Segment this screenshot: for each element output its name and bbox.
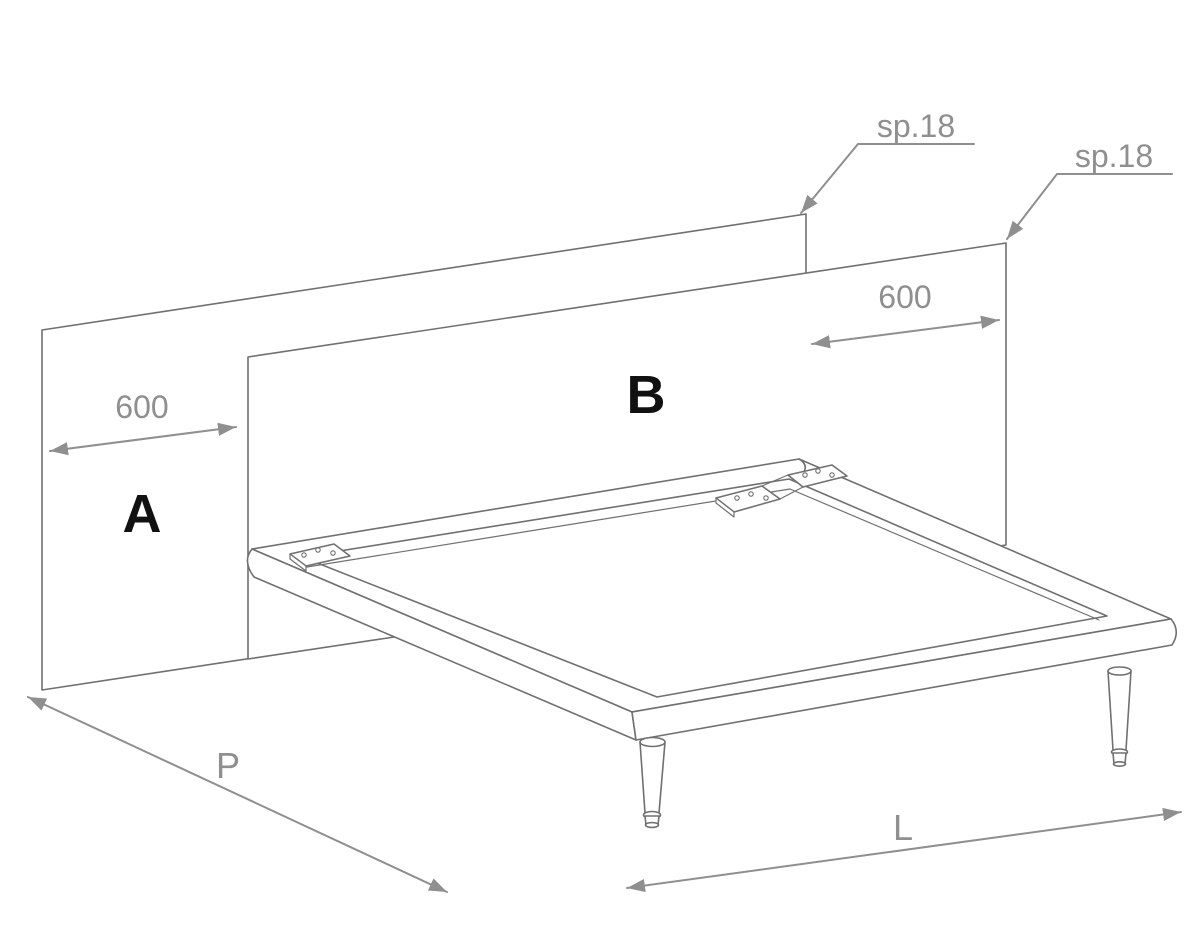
bracket-left-lip <box>289 553 307 572</box>
bracket-left-holes <box>301 547 336 558</box>
dimension-right-overhang-arrow <box>811 315 1000 349</box>
dimension-length-arrow <box>626 807 1182 893</box>
front-rail-outer-face <box>631 618 1178 741</box>
inner-face-back-bottom <box>306 488 791 568</box>
left-rail-outer-face <box>246 548 637 741</box>
platform-inner-edge <box>301 478 1108 698</box>
panel-labels: A B <box>123 365 666 544</box>
panel-b-label: B <box>627 365 666 425</box>
dimension-left-overhang-value: 600 <box>115 389 168 425</box>
leg-front-left-top <box>639 736 666 748</box>
dimension-left-overhang: 600 <box>49 389 237 456</box>
bracket-right-spine-bottom <box>779 486 804 500</box>
panel-b-thickness-value: sp.18 <box>1075 138 1153 174</box>
panel-a-thickness-value: sp.18 <box>877 108 955 144</box>
panel-b-thickness-leader <box>1006 173 1173 240</box>
panel-a-label: A <box>123 484 162 544</box>
dimension-length-value: L <box>893 807 913 848</box>
dimension-annotations: 600 600 sp.18 sp.18 P L <box>27 108 1182 893</box>
bracket-right-lip <box>715 497 735 518</box>
dimension-left-overhang-arrow <box>49 422 237 456</box>
leg-front-left-body <box>639 741 666 814</box>
dimension-panel-b-thickness: sp.18 <box>1006 138 1173 240</box>
leg-front-right-body <box>1107 670 1132 751</box>
inner-face-right-bottom <box>789 488 1100 621</box>
bed-frame <box>246 458 1178 829</box>
leg-front-left <box>639 736 666 829</box>
leg-front-right-top <box>1107 666 1132 676</box>
leg-front-left-base <box>644 821 660 829</box>
dimension-depth: P <box>27 696 448 893</box>
panel-a-thickness-leader <box>800 143 975 214</box>
bracket-right-holes <box>734 468 835 501</box>
dimension-depth-value: P <box>216 745 240 786</box>
leg-front-right-base <box>1112 760 1127 767</box>
bracket-left <box>289 543 351 572</box>
dimension-length: L <box>626 807 1182 893</box>
dimension-panel-a-thickness: sp.18 <box>800 108 975 214</box>
dimension-right-overhang: 600 <box>811 279 1000 349</box>
leg-front-right <box>1107 666 1132 767</box>
dimension-right-overhang-value: 600 <box>878 279 931 315</box>
bracket-right-spine-top <box>761 474 789 487</box>
dimension-depth-arrow <box>27 696 448 893</box>
bracket-right <box>715 464 848 518</box>
